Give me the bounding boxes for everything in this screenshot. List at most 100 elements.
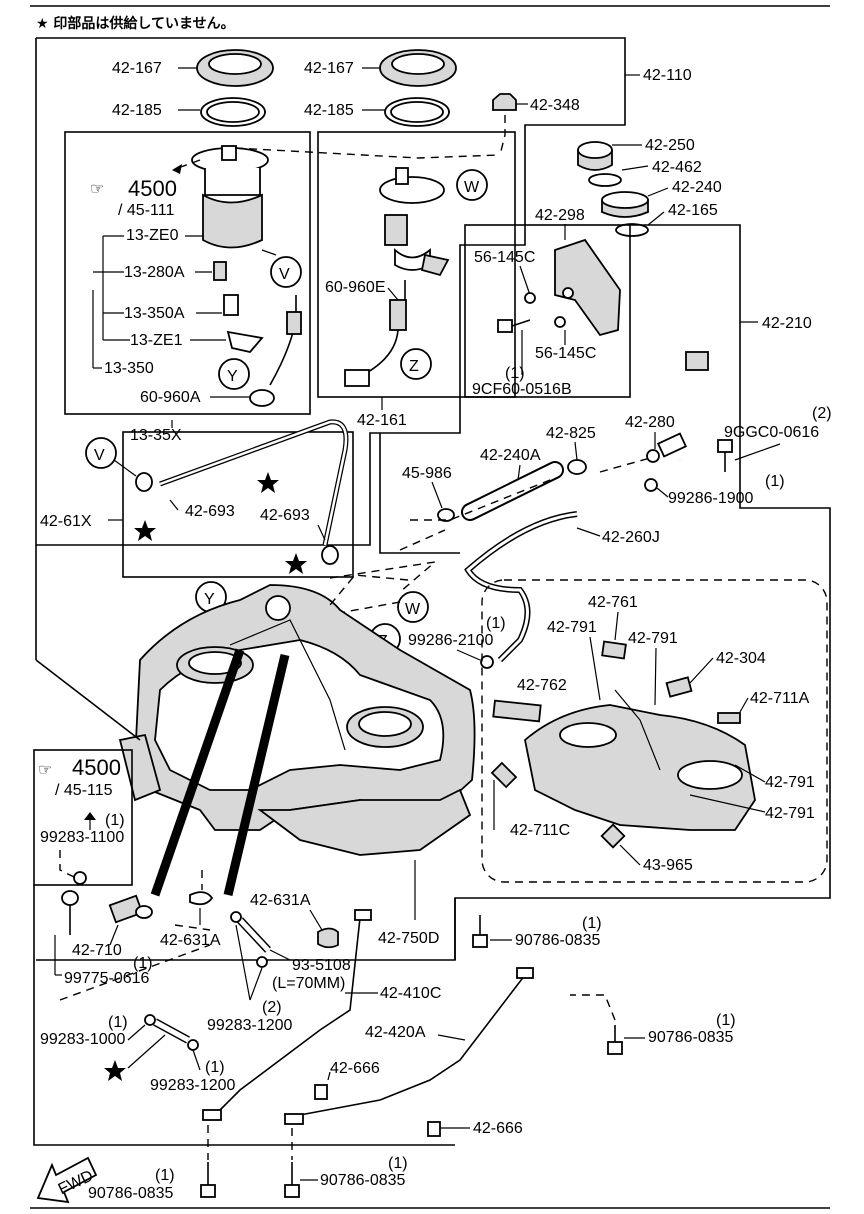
label-42-167-left[interactable]: 42-167: [112, 60, 162, 77]
label-90786-0835-d-qty[interactable]: (1): [388, 1155, 408, 1172]
grommet-42-666-b[interactable]: [427, 1121, 441, 1137]
filler-pipe-42-210[interactable]: [643, 235, 728, 463]
label-13-35x[interactable]: 13-35X: [130, 427, 182, 444]
label-99775-0616[interactable]: 99775-0616: [64, 970, 150, 987]
clip-42-631a-right[interactable]: [317, 927, 339, 949]
label-56-145c-top[interactable]: 56-145C: [474, 249, 535, 266]
gauge-13-ze1[interactable]: [226, 330, 264, 353]
label-45-986[interactable]: 45-986: [402, 465, 452, 482]
label-99286-2100-qty[interactable]: (1): [486, 615, 506, 632]
label-99283-1200-b-qty[interactable]: (1): [205, 1059, 225, 1076]
label-42-185-right[interactable]: 42-185: [304, 102, 354, 119]
label-42-110[interactable]: 42-110: [643, 67, 692, 84]
label-90786-0835-a[interactable]: 90786-0835: [515, 932, 601, 949]
label-99283-1200-a-qty[interactable]: (2): [262, 999, 282, 1016]
label-42-761[interactable]: 42-761: [588, 594, 638, 611]
gasket-42-185-left[interactable]: [200, 97, 266, 127]
pad-42-762[interactable]: [492, 699, 542, 723]
small-tank-detail[interactable]: [524, 689, 756, 831]
label-42-711c[interactable]: 42-711C: [510, 822, 570, 839]
clip-45-986[interactable]: [437, 508, 455, 522]
label-90786-0835-c[interactable]: 90786-0835: [88, 1185, 174, 1202]
label-42-666-a[interactable]: 42-666: [330, 1060, 380, 1077]
label-56-145c-bottom[interactable]: 56-145C: [535, 345, 596, 362]
label-90786-0835-d[interactable]: 90786-0835: [320, 1172, 406, 1189]
label-13-280a[interactable]: 13-280A: [124, 264, 185, 281]
label-42-410c[interactable]: 42-410C: [380, 985, 441, 1002]
callout-y-top[interactable]: Y: [218, 358, 250, 390]
label-99286-1900[interactable]: 99286-1900: [668, 490, 754, 507]
lock-ring-42-167-right[interactable]: [379, 49, 457, 87]
label-42-631a-right[interactable]: 42-631A: [250, 892, 311, 909]
callout-v-mid[interactable]: V: [85, 437, 117, 469]
filler-neck-42-240[interactable]: [601, 191, 649, 218]
gasket-42-185-right[interactable]: [384, 97, 450, 127]
label-42-61x[interactable]: 42-61X: [40, 513, 92, 530]
label-42-348[interactable]: 42-348: [530, 97, 580, 114]
clip-99283-1100[interactable]: [73, 871, 87, 885]
label-13-ze1[interactable]: 13-ZE1: [130, 332, 183, 349]
label-42-165[interactable]: 42-165: [668, 202, 718, 219]
fuel-tank[interactable]: [118, 584, 476, 856]
callout-v-top[interactable]: V: [270, 256, 302, 288]
label-13-ze0[interactable]: 13-ZE0: [126, 227, 179, 244]
label-42-462[interactable]: 42-462: [652, 159, 702, 176]
filler-cap-42-250[interactable]: [577, 141, 613, 171]
label-9ggc0-0616[interactable]: 9GGC0-0616: [724, 424, 819, 441]
label-9cf60-qty[interactable]: (1): [505, 365, 525, 382]
label-42-161[interactable]: 42-161: [357, 412, 407, 429]
label-90786-0835-b-qty[interactable]: (1): [716, 1012, 736, 1029]
callout-z-top[interactable]: Z: [400, 348, 432, 380]
label-42-666-b[interactable]: 42-666: [473, 1120, 523, 1137]
label-90786-0835-c-qty[interactable]: (1): [155, 1167, 175, 1184]
clip-56-145c-top[interactable]: [524, 292, 536, 304]
label-9ggc0-qty[interactable]: (2): [812, 405, 832, 422]
label-93-5108-length[interactable]: (L=70MM): [272, 975, 345, 992]
page-ref-left-sub[interactable]: / 45-115: [55, 782, 113, 799]
page-ref-top-main[interactable]: 4500: [128, 176, 177, 201]
bolt-90786-0835-b[interactable]: [607, 1025, 623, 1055]
label-99286-2100[interactable]: 99286-2100: [408, 632, 494, 649]
pad-42-761[interactable]: [601, 640, 627, 660]
label-42-762[interactable]: 42-762: [517, 677, 567, 694]
label-42-280[interactable]: 42-280: [625, 414, 675, 431]
label-42-631a-left[interactable]: 42-631A: [160, 932, 221, 949]
label-99286-1900-qty[interactable]: (1): [765, 473, 785, 490]
label-99283-1200-b[interactable]: 99283-1200: [150, 1077, 236, 1094]
hose-42-280[interactable]: [646, 432, 688, 463]
page-ref-left-main[interactable]: 4500: [72, 755, 121, 780]
label-13-350a[interactable]: 13-350A: [124, 305, 185, 322]
label-9cf60-0516b[interactable]: 9CF60-0516B: [472, 381, 572, 398]
bolt-90786-0835-c[interactable]: [200, 1162, 216, 1198]
sender-unit-42-161[interactable]: [344, 167, 450, 387]
label-42-711a[interactable]: 42-711A: [750, 690, 810, 707]
callout-w-top[interactable]: W: [456, 169, 488, 201]
label-42-791-c[interactable]: 42-791: [765, 774, 815, 791]
label-42-791-b[interactable]: 42-791: [628, 630, 678, 647]
label-90786-0835-b[interactable]: 90786-0835: [648, 1029, 734, 1046]
hose-99283-1000[interactable]: [144, 1014, 199, 1051]
clip-42-631a-left[interactable]: [189, 891, 214, 906]
label-90786-0835-a-qty[interactable]: (1): [582, 915, 602, 932]
label-43-965[interactable]: 43-965: [643, 857, 693, 874]
sender-60-960a[interactable]: [249, 295, 302, 407]
label-99283-1100[interactable]: 99283-1100: [40, 829, 124, 846]
pad-42-711a[interactable]: [717, 712, 741, 724]
label-42-710[interactable]: 42-710: [72, 942, 122, 959]
label-42-791-d[interactable]: 42-791: [765, 805, 815, 822]
label-42-693-right[interactable]: 42-693: [260, 507, 310, 524]
hose-42-240a[interactable]: [461, 461, 564, 521]
label-42-298[interactable]: 42-298: [535, 207, 585, 224]
lock-ring-42-167-left[interactable]: [196, 49, 274, 87]
label-42-250[interactable]: 42-250: [645, 137, 695, 154]
gasket-42-165[interactable]: [615, 223, 649, 237]
clip-56-145c-bottom[interactable]: [554, 316, 566, 328]
regulator-13-350a[interactable]: [223, 294, 239, 316]
label-99283-1000-qty[interactable]: (1): [108, 1014, 128, 1031]
fuel-pump-module[interactable]: [191, 145, 277, 256]
label-42-210[interactable]: 42-210: [762, 315, 812, 332]
label-42-240a[interactable]: 42-240A: [480, 447, 541, 464]
label-42-825[interactable]: 42-825: [546, 425, 596, 442]
check-valve-42-710[interactable]: [108, 894, 153, 924]
page-ref-top-sub[interactable]: / 45-111: [118, 202, 174, 219]
